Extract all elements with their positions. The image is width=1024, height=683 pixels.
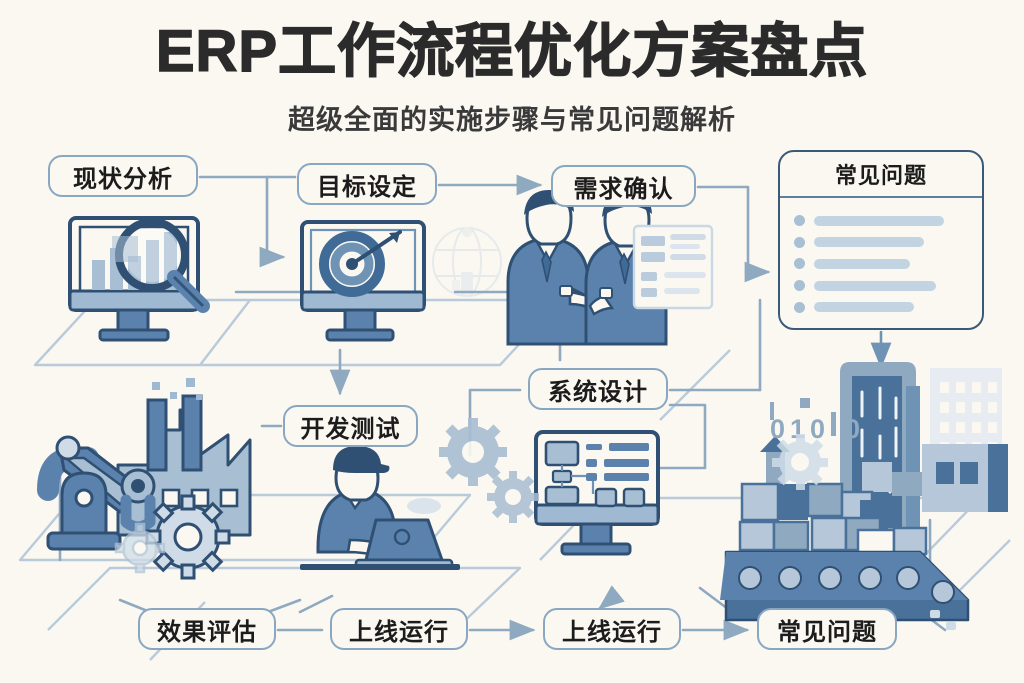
bullet-icon [794, 301, 805, 313]
flow-node-golive-right[interactable]: 上线运行 [543, 608, 681, 650]
faq-panel[interactable]: 常见问题 [778, 150, 984, 330]
placeholder-bar [814, 215, 944, 226]
faint-globe-illustration [432, 227, 502, 297]
bullet-icon [794, 215, 805, 227]
placeholder-bar [814, 302, 914, 313]
flow-node-golive-left[interactable]: 上线运行 [330, 608, 468, 650]
smart-factory-conveyor-city-illustration: 0 1 0 0 [720, 362, 1008, 630]
placeholder-bar [814, 237, 924, 248]
developer-typing-laptop-illustration [300, 446, 460, 570]
bullet-icon [794, 258, 805, 270]
svg-text:0: 0 [810, 414, 825, 444]
flow-node-faq-bottom[interactable]: 常见问题 [757, 608, 897, 650]
flow-node-goal-setting[interactable]: 目标设定 [297, 163, 437, 205]
monitor-bullseye-target-illustration [300, 220, 426, 342]
faq-list-item [794, 215, 968, 227]
robot-arm-factory-gears-illustration [37, 378, 252, 580]
monitor-flowchart-design-illustration [439, 418, 660, 556]
flow-node-effect-eval[interactable]: 效果评估 [138, 608, 276, 650]
faq-list-item [794, 301, 968, 313]
faq-list-item [794, 236, 968, 248]
flow-node-dev-test[interactable]: 开发测试 [283, 405, 418, 447]
gear-cluster-illustration [114, 494, 231, 580]
flow-node-demand-confirm[interactable]: 需求确认 [551, 165, 696, 207]
bullet-icon [794, 280, 805, 292]
flow-node-current-analysis[interactable]: 现状分析 [48, 155, 198, 197]
placeholder-bar [814, 280, 936, 291]
document-form-panel-illustration [632, 224, 714, 310]
monitor-bar-chart-magnifier-illustration [68, 216, 210, 342]
placeholder-bar [814, 258, 910, 269]
faq-panel-title: 常见问题 [780, 152, 982, 198]
flow-node-system-design[interactable]: 系统设计 [528, 368, 668, 410]
svg-text:0: 0 [845, 414, 860, 444]
svg-text:0: 0 [770, 414, 785, 444]
faq-list-item [794, 258, 968, 270]
page-subtitle: 超级全面的实施步骤与常见问题解析 [288, 105, 736, 135]
page-title: ERP工作流程优化方案盘点 [155, 19, 869, 84]
faq-placeholder-list [780, 198, 982, 328]
bullet-icon [794, 236, 805, 248]
faq-list-item [794, 280, 968, 292]
